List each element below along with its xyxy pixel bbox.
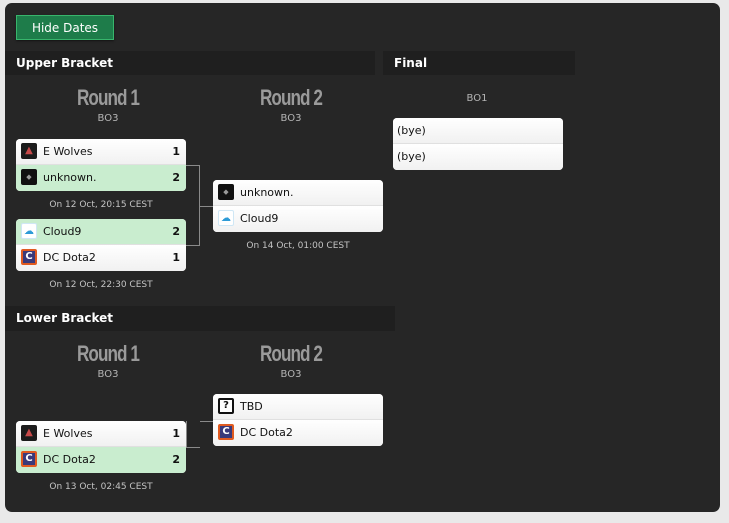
unknown-team-logo-icon: ◆ [21, 169, 37, 185]
team-name: TBD [240, 400, 263, 413]
upper-r2-match[interactable]: ◆ unknown. ☁ Cloud9 [213, 180, 383, 232]
match-date: On 14 Oct, 01:00 CEST [246, 241, 350, 251]
lower-round2-title: Round 2 [259, 341, 323, 366]
hide-dates-button[interactable]: Hide Dates [16, 15, 114, 40]
lower-r2-match[interactable]: ? TBD C DC Dota2 [213, 394, 383, 446]
team-name: (bye) [397, 150, 426, 163]
team-row[interactable]: ☁ Cloud9 [213, 206, 383, 232]
team-row[interactable]: ◆ unknown. [213, 180, 383, 206]
team-row[interactable]: ▲ E Wolves 1 [16, 139, 186, 165]
upper-round1-title: Round 1 [76, 85, 140, 110]
team-score: 2 [172, 453, 180, 466]
team-name: DC Dota2 [240, 426, 293, 439]
wolf-logo-icon: ▲ [21, 143, 37, 159]
lower-r1-match[interactable]: ▲ E Wolves 1 C DC Dota2 2 [16, 421, 186, 473]
upper-r1-match-1[interactable]: ▲ E Wolves 1 ◆ unknown. 2 [16, 139, 186, 191]
team-name: Cloud9 [240, 212, 279, 225]
team-name: DC Dota2 [43, 251, 96, 264]
team-score: 2 [172, 171, 180, 184]
cloud9-logo-icon: ☁ [218, 210, 234, 226]
lower-bracket-header: Lower Bracket [5, 306, 395, 331]
team-row[interactable]: ▲ E Wolves 1 [16, 421, 186, 447]
team-row[interactable]: C DC Dota2 1 [16, 245, 186, 271]
upper-bracket-header: Upper Bracket [5, 51, 375, 75]
match-date: On 12 Oct, 20:15 CEST [49, 200, 153, 210]
team-row-winner[interactable]: ☁ Cloud9 2 [16, 219, 186, 245]
team-name: (bye) [397, 124, 426, 137]
team-score: 1 [172, 427, 180, 440]
team-name: Cloud9 [43, 225, 82, 238]
match-date: On 12 Oct, 22:30 CEST [49, 280, 153, 290]
upper-r1-match-2[interactable]: ☁ Cloud9 2 C DC Dota2 1 [16, 219, 186, 271]
lower-round1-bo: BO3 [97, 369, 119, 380]
team-name: DC Dota2 [43, 453, 96, 466]
cloud9-logo-icon: ☁ [21, 223, 37, 239]
upper-round2-title: Round 2 [259, 85, 323, 110]
team-name: E Wolves [43, 145, 93, 158]
bracket-connector [186, 421, 200, 448]
bracket-connector [186, 165, 200, 246]
team-row-winner[interactable]: C DC Dota2 2 [16, 447, 186, 473]
team-row[interactable]: ? TBD [213, 394, 383, 420]
team-row-winner[interactable]: ◆ unknown. 2 [16, 165, 186, 191]
team-name: E Wolves [43, 427, 93, 440]
match-date: On 13 Oct, 02:45 CEST [49, 482, 153, 492]
final-header: Final [383, 51, 575, 75]
team-score: 1 [172, 251, 180, 264]
dc-dota2-logo-icon: C [21, 451, 37, 467]
unknown-team-logo-icon: ◆ [218, 184, 234, 200]
team-name: unknown. [43, 171, 97, 184]
bracket-connector [200, 206, 213, 207]
team-row[interactable]: C DC Dota2 [213, 420, 383, 446]
bracket-connector [200, 421, 213, 422]
question-mark-icon: ? [218, 398, 234, 414]
team-row[interactable]: (bye) [393, 118, 563, 144]
upper-round1-bo: BO3 [97, 113, 119, 124]
team-score: 2 [172, 225, 180, 238]
team-score: 1 [172, 145, 180, 158]
lower-round1-title: Round 1 [76, 341, 140, 366]
wolf-logo-icon: ▲ [21, 425, 37, 441]
team-name: unknown. [240, 186, 294, 199]
team-row[interactable]: (bye) [393, 144, 563, 170]
upper-round2-bo: BO3 [280, 113, 302, 124]
bracket-panel: Hide Dates Upper Bracket Final Round 1 B… [5, 3, 720, 512]
final-match[interactable]: (bye) (bye) [393, 118, 563, 170]
lower-round2-bo: BO3 [280, 369, 302, 380]
final-bo: BO1 [466, 93, 488, 104]
dc-dota2-logo-icon: C [21, 249, 37, 265]
dc-dota2-logo-icon: C [218, 424, 234, 440]
